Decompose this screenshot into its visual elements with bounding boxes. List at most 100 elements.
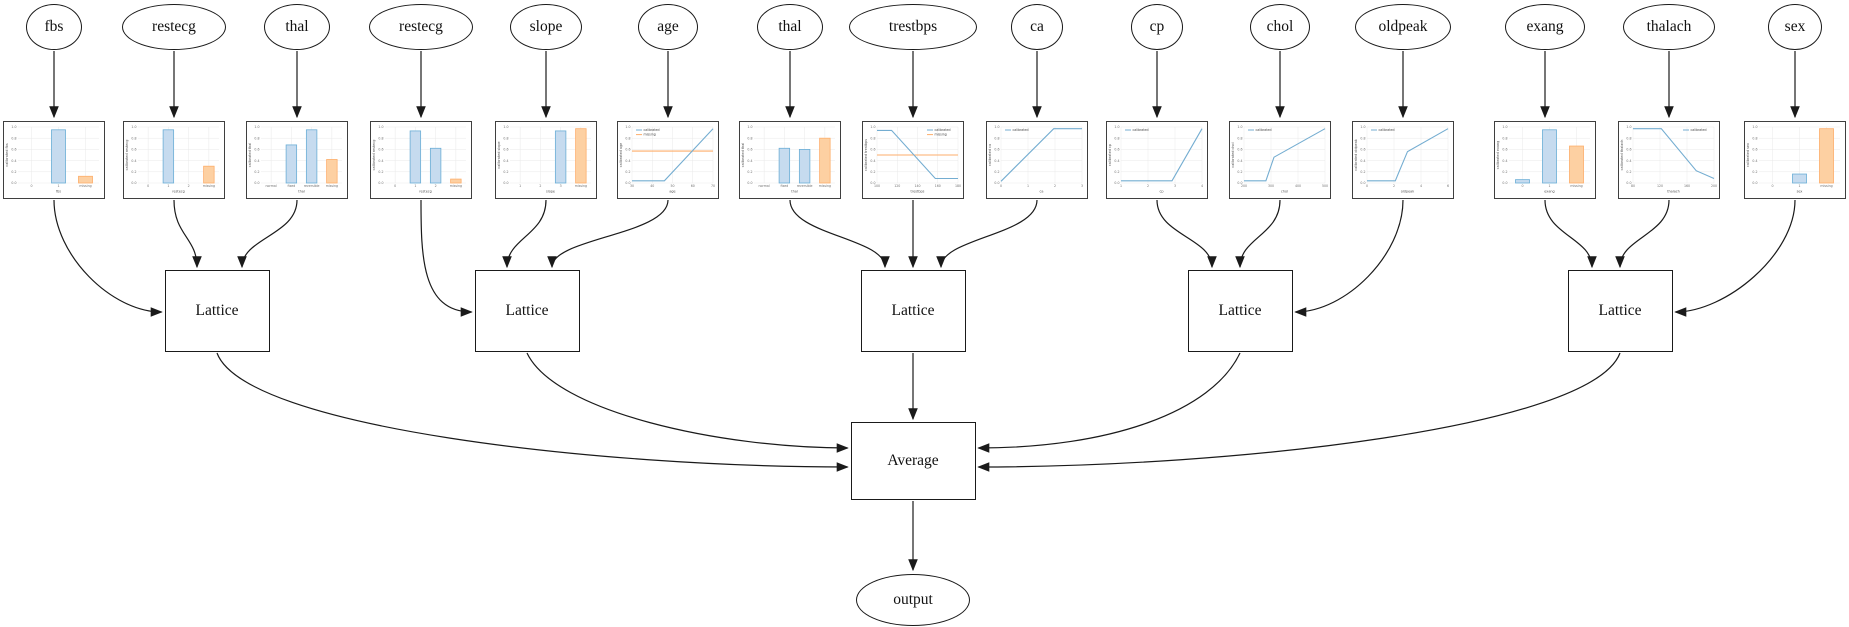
svg-text:0.6: 0.6 xyxy=(1237,148,1242,152)
svg-text:0.4: 0.4 xyxy=(1626,159,1631,163)
svg-text:60: 60 xyxy=(691,184,695,188)
svg-text:300: 300 xyxy=(1268,184,1274,188)
svg-text:missing: missing xyxy=(450,184,462,188)
feature-label: slope xyxy=(529,18,563,35)
average-label: Average xyxy=(887,452,939,469)
svg-text:0.6: 0.6 xyxy=(994,148,999,152)
svg-text:0.8: 0.8 xyxy=(747,136,752,140)
svg-text:0.4: 0.4 xyxy=(1114,159,1119,163)
svg-text:calibrated: calibrated xyxy=(644,128,660,132)
feature-node-restecg-1: restecg xyxy=(122,4,226,50)
svg-text:calibrated exang: calibrated exang xyxy=(1496,141,1500,170)
svg-text:1.0: 1.0 xyxy=(11,125,16,129)
svg-text:2: 2 xyxy=(188,184,190,188)
feature-node-restecg-3: restecg xyxy=(369,4,473,50)
svg-text:sex: sex xyxy=(1797,190,1803,194)
edge-chart-to-lattice-11 xyxy=(1294,199,1404,317)
svg-text:0.4: 0.4 xyxy=(1237,159,1242,163)
svg-text:reversible: reversible xyxy=(797,184,813,188)
feature-label: thal xyxy=(778,18,802,35)
feature-label: thalach xyxy=(1646,18,1692,35)
svg-text:calibrated restecg: calibrated restecg xyxy=(125,140,129,171)
svg-text:calibrated age: calibrated age xyxy=(619,143,623,167)
edge-chart-to-lattice-5 xyxy=(547,199,669,269)
svg-text:0.8: 0.8 xyxy=(1626,136,1631,140)
edge-lattice4-to-average xyxy=(977,352,1241,453)
svg-text:thalach: thalach xyxy=(1667,190,1680,194)
edge-chart-to-lattice-3 xyxy=(420,199,473,317)
svg-text:0.2: 0.2 xyxy=(1360,170,1365,174)
svg-text:0.8: 0.8 xyxy=(1502,136,1507,140)
svg-text:0.2: 0.2 xyxy=(1237,170,1242,174)
svg-text:1.0: 1.0 xyxy=(1360,125,1365,129)
svg-text:0.0: 0.0 xyxy=(1114,181,1119,185)
feature-node-thal-2: thal xyxy=(264,4,330,50)
svg-text:missing: missing xyxy=(1820,184,1832,188)
svg-text:0: 0 xyxy=(1771,184,1773,188)
svg-text:0.2: 0.2 xyxy=(1114,170,1119,174)
svg-text:0.0: 0.0 xyxy=(1237,181,1242,185)
svg-text:2: 2 xyxy=(1393,184,1395,188)
svg-text:1: 1 xyxy=(1548,184,1550,188)
svg-text:160: 160 xyxy=(1684,184,1690,188)
svg-text:0.0: 0.0 xyxy=(1360,181,1365,185)
svg-text:1.0: 1.0 xyxy=(870,125,875,129)
svg-text:0.6: 0.6 xyxy=(1114,148,1119,152)
feature-label: age xyxy=(657,18,679,35)
svg-text:normal: normal xyxy=(759,184,770,188)
svg-text:0.6: 0.6 xyxy=(11,148,16,152)
svg-text:0.8: 0.8 xyxy=(503,136,508,140)
svg-text:0.0: 0.0 xyxy=(1502,181,1507,185)
svg-text:200: 200 xyxy=(1711,184,1717,188)
svg-text:6: 6 xyxy=(1447,184,1449,188)
svg-text:1.0: 1.0 xyxy=(1237,125,1242,129)
svg-text:trestbps: trestbps xyxy=(911,190,925,194)
edge-lattice5-to-average xyxy=(977,352,1621,472)
svg-text:1.0: 1.0 xyxy=(1114,125,1119,129)
svg-text:0.0: 0.0 xyxy=(1626,181,1631,185)
svg-text:0.4: 0.4 xyxy=(503,159,508,163)
svg-text:missing: missing xyxy=(203,184,215,188)
svg-text:0.8: 0.8 xyxy=(994,136,999,140)
svg-text:0: 0 xyxy=(1366,184,1368,188)
svg-text:0.6: 0.6 xyxy=(1502,148,1507,152)
svg-text:180: 180 xyxy=(955,184,961,188)
svg-text:0.2: 0.2 xyxy=(503,170,508,174)
svg-text:0.0: 0.0 xyxy=(11,181,16,185)
feature-node-slope-4: slope xyxy=(510,4,582,50)
svg-text:0.0: 0.0 xyxy=(870,181,875,185)
svg-text:reversible: reversible xyxy=(304,184,320,188)
svg-text:0.6: 0.6 xyxy=(1626,148,1631,152)
svg-text:0: 0 xyxy=(147,184,149,188)
svg-text:0.4: 0.4 xyxy=(747,159,752,163)
svg-text:1.0: 1.0 xyxy=(1502,125,1507,129)
svg-text:1.0: 1.0 xyxy=(1752,125,1757,129)
lattice-node-3: Lattice xyxy=(860,270,966,352)
svg-text:exang: exang xyxy=(1544,190,1554,194)
svg-text:0.4: 0.4 xyxy=(131,159,136,163)
svg-text:calibrated sex: calibrated sex xyxy=(1746,143,1750,167)
svg-text:0.8: 0.8 xyxy=(11,136,16,140)
svg-text:0.0: 0.0 xyxy=(747,181,752,185)
svg-text:0.4: 0.4 xyxy=(994,159,999,163)
feature-label: oldpeak xyxy=(1378,18,1428,35)
svg-text:0.4: 0.4 xyxy=(1360,159,1365,163)
svg-text:0.4: 0.4 xyxy=(625,159,630,163)
edge-chart-to-lattice-6 xyxy=(789,199,890,269)
edge-chart-to-lattice-13 xyxy=(1615,199,1670,269)
svg-text:0.2: 0.2 xyxy=(378,170,383,174)
svg-text:calibrated ca: calibrated ca xyxy=(988,144,992,166)
svg-text:fixed: fixed xyxy=(287,184,295,188)
svg-text:0.8: 0.8 xyxy=(378,136,383,140)
svg-text:thal: thal xyxy=(791,190,798,194)
lattice-label: Lattice xyxy=(195,302,239,319)
